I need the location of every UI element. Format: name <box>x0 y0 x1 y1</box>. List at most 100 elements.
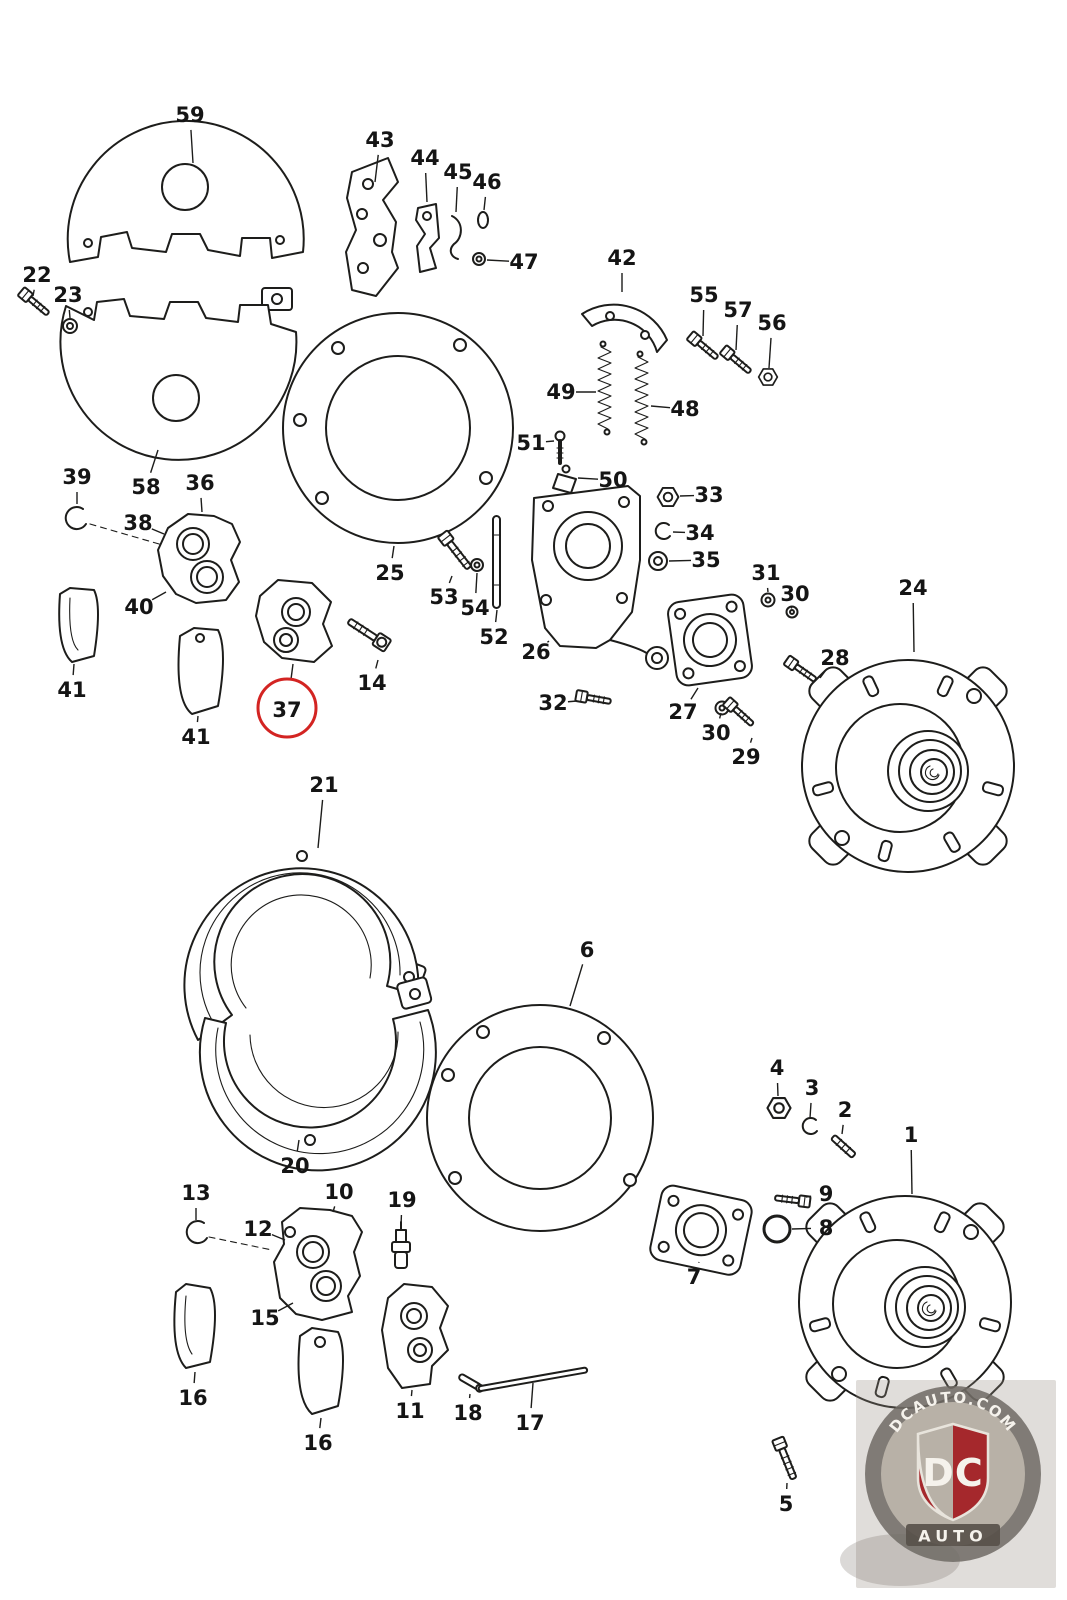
callout-leader <box>375 659 379 669</box>
part-callout-34: 34 <box>685 521 714 545</box>
callout-leader <box>494 609 498 623</box>
part-callout-35: 35 <box>691 548 720 572</box>
part-washer-23 <box>62 318 78 334</box>
part-pin-52 <box>492 515 501 609</box>
highlight-circle <box>256 677 318 739</box>
part-callout-24: 24 <box>898 576 927 600</box>
part-callout-16: 16 <box>178 1386 207 1410</box>
part-fitting-50 <box>552 464 577 494</box>
part-backing-plate-6 <box>426 1004 654 1232</box>
callout-leader <box>149 449 159 473</box>
callout-leader <box>424 172 428 203</box>
part-brake-drum-24 <box>801 659 1015 873</box>
callout-leader <box>690 687 699 700</box>
part-callout-49: 49 <box>546 380 575 404</box>
callout-leader <box>912 602 915 653</box>
part-spring-49 <box>597 340 612 436</box>
callout-leader <box>391 545 395 559</box>
part-callout-57: 57 <box>723 298 752 322</box>
part-brake-pad-16a <box>173 1283 216 1369</box>
part-spring-48 <box>634 350 649 446</box>
callout-leader <box>483 196 487 211</box>
part-caliper-body-38 <box>157 513 241 604</box>
part-callout-12: 12 <box>243 1217 272 1241</box>
callout-leader <box>374 154 379 183</box>
callout-leader <box>151 591 167 601</box>
part-callout-47: 47 <box>509 250 538 274</box>
part-rod-17 <box>475 1366 589 1393</box>
part-bolt-9 <box>773 1191 812 1209</box>
part-callout-53: 53 <box>429 585 458 609</box>
part-grommet-46 <box>477 211 489 229</box>
part-callout-2: 2 <box>838 1098 853 1122</box>
callout-leader <box>749 737 753 743</box>
part-bleeder-valve-19 <box>391 1221 411 1269</box>
part-callout-14: 14 <box>357 671 386 695</box>
part-callout-41: 41 <box>181 725 210 749</box>
part-callout-59: 59 <box>175 103 204 127</box>
part-clip-45 <box>449 215 462 260</box>
part-bearing-housing-26 <box>531 485 669 670</box>
part-lock-washer-3 <box>801 1117 818 1136</box>
part-nut-4 <box>766 1096 792 1120</box>
callout-leader <box>151 528 165 535</box>
part-callout-9: 9 <box>819 1182 834 1206</box>
callout-leader <box>332 1206 336 1213</box>
part-callout-16: 16 <box>303 1431 332 1455</box>
part-callout-31: 31 <box>751 561 780 585</box>
part-bolt-53 <box>436 529 475 573</box>
part-o-ring-39 <box>64 506 167 547</box>
part-bolt-32 <box>574 689 613 708</box>
part-stud-2 <box>830 1134 856 1159</box>
part-callout-39: 39 <box>62 465 91 489</box>
part-callout-18: 18 <box>453 1401 482 1425</box>
callout-leader <box>448 575 453 584</box>
part-nut-33 <box>656 487 680 507</box>
part-callout-5: 5 <box>779 1492 794 1516</box>
part-callout-30: 30 <box>701 721 730 745</box>
callout-leader <box>32 289 35 297</box>
callout-leader <box>718 712 722 719</box>
part-callout-33: 33 <box>694 483 723 507</box>
callout-leader <box>819 669 827 679</box>
part-callout-46: 46 <box>472 170 501 194</box>
callout-leader <box>200 497 203 513</box>
part-o-ring-8 <box>762 1214 792 1244</box>
callout-leader <box>809 1102 812 1119</box>
part-brake-pad-41b <box>177 627 224 715</box>
part-bracket-43 <box>345 157 399 297</box>
callout-leader <box>735 324 738 351</box>
part-retainer-44 <box>415 203 440 273</box>
part-splash-shield-21 <box>183 850 427 1041</box>
callout-leader <box>790 605 793 609</box>
part-brake-pad-16b <box>297 1327 344 1415</box>
callout-leader <box>193 1371 196 1384</box>
callout-leader <box>569 964 584 1007</box>
part-o-ring-13 <box>185 1220 273 1251</box>
callout-leader <box>319 1417 322 1429</box>
part-callout-20: 20 <box>280 1154 309 1178</box>
watermark-dc-text: DC <box>922 1451 983 1495</box>
part-caliper-body-12 <box>273 1207 363 1321</box>
part-callout-32: 32 <box>538 691 567 715</box>
callout-leader <box>196 715 199 723</box>
part-rivet-47 <box>472 252 486 266</box>
part-callout-45: 45 <box>443 160 472 184</box>
callout-leader <box>296 1139 300 1152</box>
callout-leader <box>271 1234 286 1241</box>
callout-leader <box>410 1389 413 1397</box>
part-callout-10: 10 <box>324 1180 353 1204</box>
part-splash-shield-20 <box>198 976 437 1172</box>
part-callout-41: 41 <box>57 678 86 702</box>
part-callout-40: 40 <box>124 595 153 619</box>
callout-leader <box>791 1227 812 1230</box>
callout-leader <box>72 663 75 676</box>
part-callout-29: 29 <box>731 745 760 769</box>
part-callout-6: 6 <box>580 938 595 962</box>
part-callout-56: 56 <box>757 311 786 335</box>
part-screw-51 <box>554 430 566 465</box>
callout-leader <box>668 559 692 562</box>
callout-leader <box>567 700 578 703</box>
part-callout-48: 48 <box>670 397 699 421</box>
